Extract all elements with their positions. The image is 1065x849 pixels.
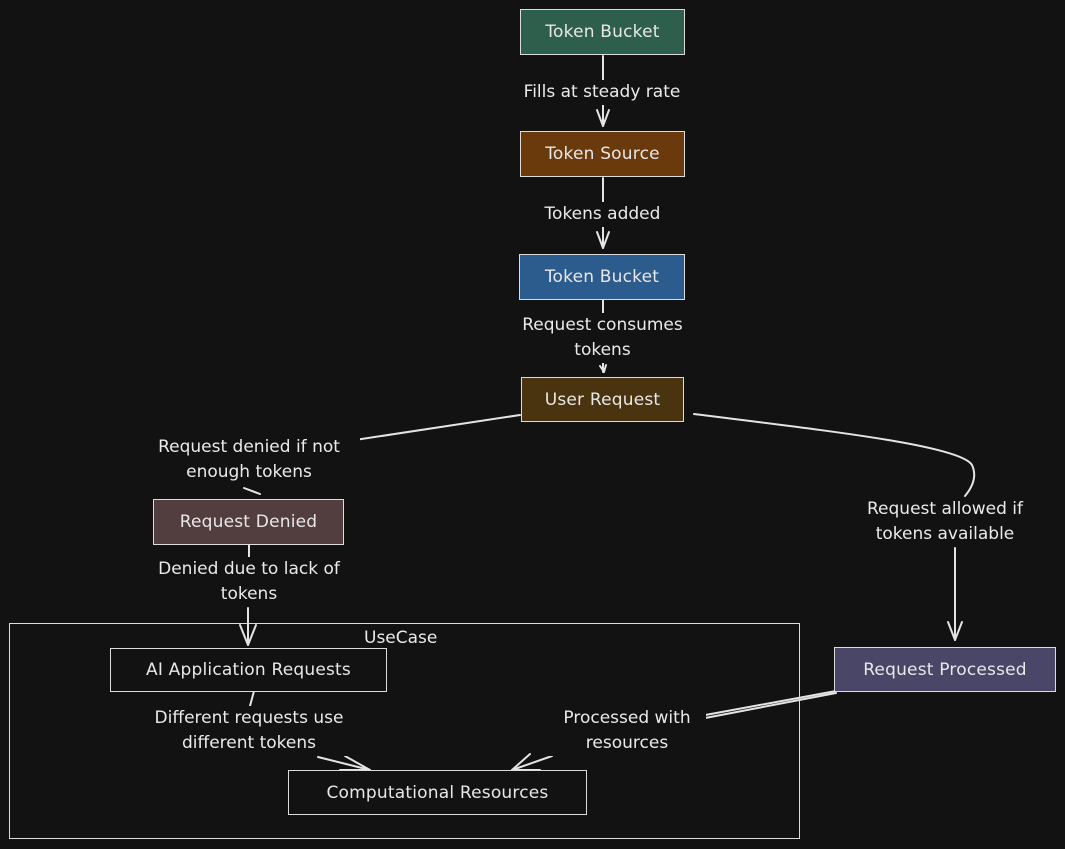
computational-resources-label: Computational Resources [326, 782, 549, 803]
edge-processed-2 [699, 692, 837, 720]
computational-resources-node[interactable]: Computational Resources [288, 770, 587, 815]
token-bucket-top-node[interactable]: Token Bucket [520, 9, 685, 55]
edge-different [249, 690, 255, 707]
token-bucket-mid-label: Token Bucket [544, 267, 660, 287]
edge-label-processed: Processed with resources [548, 706, 706, 756]
request-processed-node[interactable]: Request Processed [834, 647, 1056, 692]
user-request-label: User Request [544, 389, 661, 410]
arrowhead-denied-due [239, 624, 257, 646]
request-denied-label: Request Denied [179, 512, 318, 532]
edge-denied [354, 414, 521, 441]
edge-label-fills: Fills at steady rate [503, 80, 701, 105]
token-bucket-mid-node[interactable]: Token Bucket [519, 254, 685, 300]
arrowhead-tokens-added [596, 231, 610, 249]
edge-label-different: Different requests use different tokens [140, 706, 358, 756]
arrowhead-allowed [947, 621, 963, 641]
edge-label-denied-due: Denied due to lack of tokens [138, 557, 360, 607]
edge-denied-tail [243, 487, 261, 495]
edge-processed [699, 690, 837, 717]
token-source-label: Token Source [545, 144, 660, 164]
edge-allowed [693, 413, 976, 497]
token-bucket-top-label: Token Bucket [545, 22, 660, 42]
edge-label-tokens-added: Tokens added [530, 202, 675, 227]
usecase-cluster-title: UseCase [364, 628, 438, 648]
arrowhead-consumes [599, 364, 607, 373]
edge-processed-lower [511, 755, 553, 771]
arrowhead-fills [596, 109, 610, 127]
ai-application-requests-node[interactable]: AI Application Requests [110, 648, 387, 692]
edge-label-consumes: Request consumes tokens [510, 313, 695, 363]
usecase-cluster [9, 623, 800, 839]
edge-label-denied-if: Request denied if not enough tokens [138, 435, 360, 485]
edge-different-lower [317, 756, 371, 771]
edge-label-allowed-if: Request allowed if tokens available [846, 497, 1044, 547]
request-processed-label: Request Processed [863, 659, 1027, 680]
user-request-node[interactable]: User Request [521, 377, 684, 422]
request-denied-node[interactable]: Request Denied [153, 499, 344, 545]
ai-application-requests-label: AI Application Requests [146, 660, 351, 680]
token-source-node[interactable]: Token Source [520, 131, 685, 177]
